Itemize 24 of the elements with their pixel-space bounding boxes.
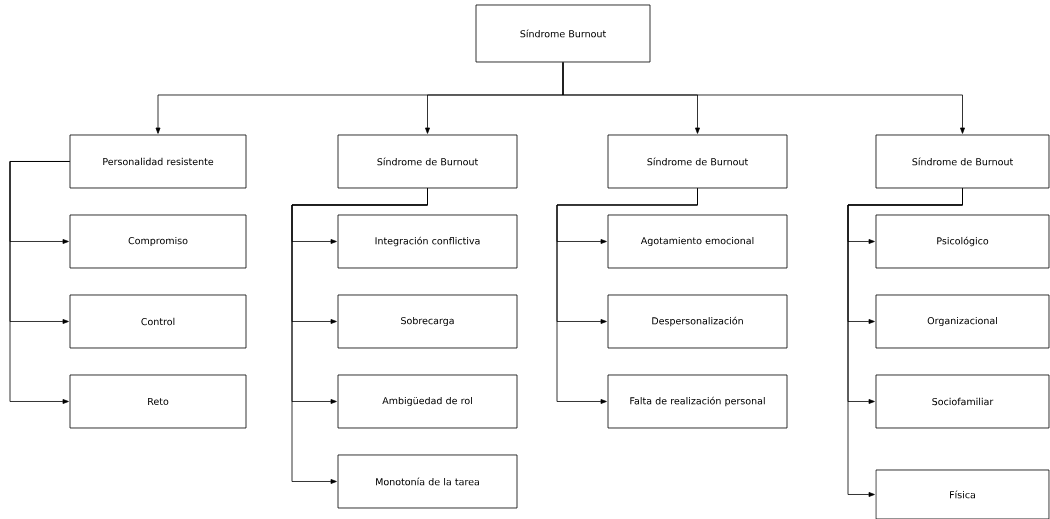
- item-box: Psicológico: [875, 214, 1050, 269]
- item-box: Reto: [69, 374, 247, 429]
- title-box: Síndrome Burnout: [475, 4, 651, 63]
- arrow: [291, 188, 428, 484]
- arrow: [556, 188, 698, 404]
- category-box: Síndrome de Burnout: [337, 134, 518, 189]
- item-box: Física: [875, 469, 1050, 519]
- item-box: Monotonía de la tarea: [337, 454, 518, 509]
- item-box: Sobrecarga: [337, 294, 518, 349]
- item-box: Sociofamiliar: [875, 374, 1050, 429]
- item-box: Agotamiento emocional: [607, 214, 788, 269]
- item-box: Compromiso: [69, 214, 247, 269]
- arrow: [562, 62, 965, 134]
- arrow: [9, 161, 70, 404]
- category-box: Personalidad resistente: [69, 134, 247, 189]
- category-box: Síndrome de Burnout: [607, 134, 788, 189]
- item-box: Ambigüedad de rol: [337, 374, 518, 429]
- item-box: Despersonalización: [607, 294, 788, 349]
- item-box: Control: [69, 294, 247, 349]
- category-box: Síndrome de Burnout: [875, 134, 1050, 189]
- item-box: Organizacional: [875, 294, 1050, 349]
- item-box: Integración conflictiva: [337, 214, 518, 269]
- arrow: [847, 188, 963, 497]
- item-box: Falta de realización personal: [607, 374, 788, 429]
